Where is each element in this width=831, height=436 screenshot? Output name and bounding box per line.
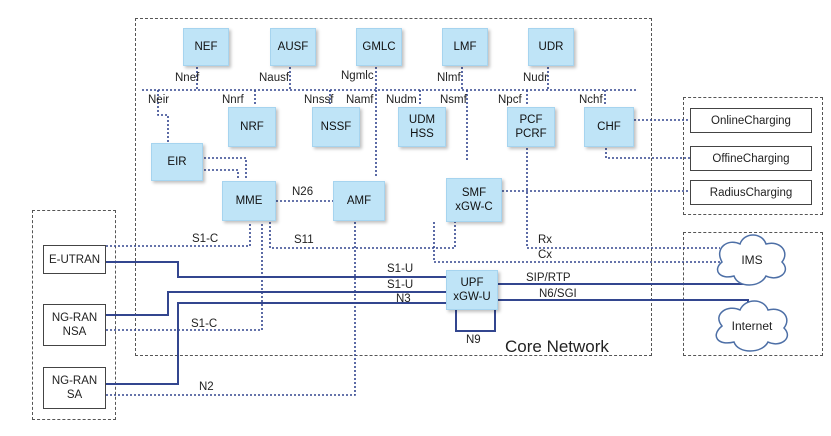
pcf-label: PCF [519, 114, 543, 126]
offline-charging-label: OffineCharging [712, 152, 790, 165]
npcf-interface-label: Npcf [498, 94, 522, 106]
nrf-box: NRF [228, 107, 276, 147]
chf-label: CHF [597, 121, 621, 133]
e-utran-label: E-UTRAN [48, 253, 101, 266]
upf-box: UPF xGW-U [446, 270, 498, 310]
gmlc-box: GMLC [356, 28, 402, 66]
s1u-a-link [106, 261, 446, 278]
n26-interface-label: N26 [292, 186, 314, 198]
lmf-box: LMF [442, 28, 488, 66]
nnef-interface-label: Nnef [175, 72, 200, 84]
mme-box: MME [222, 181, 276, 221]
udr-label: UDR [538, 41, 564, 53]
radius-charging-label: RadiusCharging [709, 186, 793, 199]
eir-mme-link-2 [204, 169, 239, 180]
eir-box: EIR [151, 143, 203, 181]
mme-label: MME [235, 195, 263, 207]
n9-loop [455, 310, 496, 332]
e-utran-box: E-UTRAN [43, 245, 106, 274]
udr-box: UDR [528, 28, 574, 66]
s1u-b-interface-label: S1-U [387, 279, 414, 291]
neir-interface-label: Neir [148, 94, 170, 106]
ausf-box: AUSF [270, 28, 316, 66]
amf-label: AMF [346, 195, 372, 207]
internet-cloud [715, 300, 789, 352]
cx-link [433, 222, 720, 263]
ng-ran-nsa-box: NG-RAN NSA [43, 304, 106, 346]
nudr-interface-label: Nudr [523, 72, 548, 84]
smf-label: SMF [461, 187, 487, 199]
s1c-top-interface-label: S1-C [192, 233, 219, 245]
n3-interface-label: N3 [396, 293, 411, 305]
online-charging-box: OnlineCharging [690, 108, 812, 133]
nnrf-interface-label: Nnrf [222, 94, 244, 106]
s1c-top-link [106, 222, 251, 247]
n3-link [106, 302, 446, 385]
radius-charging-box: RadiusCharging [690, 180, 812, 205]
pcf-pcrf-box: PCF PCRF [507, 107, 555, 147]
n6-sgi-interface-label: N6/SGI [539, 288, 577, 300]
nef-box: NEF [183, 28, 229, 66]
smf-box: SMF xGW-C [446, 178, 502, 222]
n9-interface-label: N9 [466, 334, 481, 346]
rx-interface-label: Rx [538, 234, 553, 246]
ng-ran-nsa-label-2: NSA [62, 326, 87, 338]
s1c-bottom-link [106, 222, 263, 331]
ims-label: IMS [741, 253, 763, 267]
ng-ran-sa-label-2: SA [66, 389, 83, 401]
upf-label: UPF [460, 277, 484, 289]
n2-link [106, 222, 356, 396]
cx-interface-label: Cx [538, 249, 553, 261]
n2-interface-label: N2 [199, 381, 214, 393]
nlmf-interface-label: Nlmf [437, 72, 461, 84]
nudm-interface-label: Nudm [386, 94, 417, 106]
ng-ran-sa-box: NG-RAN SA [43, 367, 106, 409]
neir-link [157, 90, 169, 142]
ims-cloud [716, 234, 787, 286]
core-network-title: Core Network [505, 337, 609, 356]
ngmlc-interface-label: Ngmlc [341, 70, 374, 82]
udm-hss-box: UDM HSS [398, 107, 446, 147]
nrf-label: NRF [240, 121, 264, 133]
udm-label: UDM [408, 114, 436, 126]
internet-label: Internet [731, 319, 773, 333]
xgwu-label: xGW-U [453, 291, 491, 303]
rx-link [526, 148, 720, 249]
nef-label: NEF [194, 41, 218, 53]
s1c-bottom-interface-label: S1-C [191, 318, 218, 330]
core-network-region [135, 18, 652, 356]
sip-rtp-interface-label: SIP/RTP [526, 272, 571, 284]
eir-label: EIR [167, 156, 187, 168]
nsmf-interface-label: Nsmf [440, 94, 467, 106]
hss-label: HSS [410, 128, 434, 140]
nausf-interface-label: Nausf [259, 72, 290, 84]
chf-box: CHF [584, 107, 634, 147]
offline-charging-box: OffineCharging [690, 146, 812, 171]
nchf-interface-label: Nchf [579, 94, 603, 106]
nnssf-interface-label: Nnssf [304, 94, 334, 106]
nssf-label: NSSF [320, 121, 352, 133]
s1u-b-link [106, 291, 446, 316]
eir-mme-link-1 [204, 157, 247, 180]
namf-interface-label: Namf [346, 94, 374, 106]
n6-sgi-link [498, 299, 749, 313]
s11-interface-label: S11 [294, 234, 314, 246]
pcrf-label: PCRF [515, 128, 547, 140]
lmf-label: LMF [453, 41, 477, 53]
offline-link [605, 148, 690, 159]
online-charging-label: OnlineCharging [711, 114, 791, 127]
charging-region [683, 97, 823, 215]
xgwc-label: xGW-C [455, 201, 493, 213]
ng-ran-nsa-label-1: NG-RAN [51, 312, 98, 324]
s11-link [269, 222, 456, 249]
s1u-a-interface-label: S1-U [387, 263, 414, 275]
external-networks-region [683, 232, 823, 356]
amf-box: AMF [333, 181, 385, 221]
ng-ran-sa-label-1: NG-RAN [51, 375, 98, 387]
ausf-label: AUSF [277, 41, 309, 53]
nssf-box: NSSF [312, 107, 360, 147]
gmlc-label: GMLC [362, 41, 396, 53]
